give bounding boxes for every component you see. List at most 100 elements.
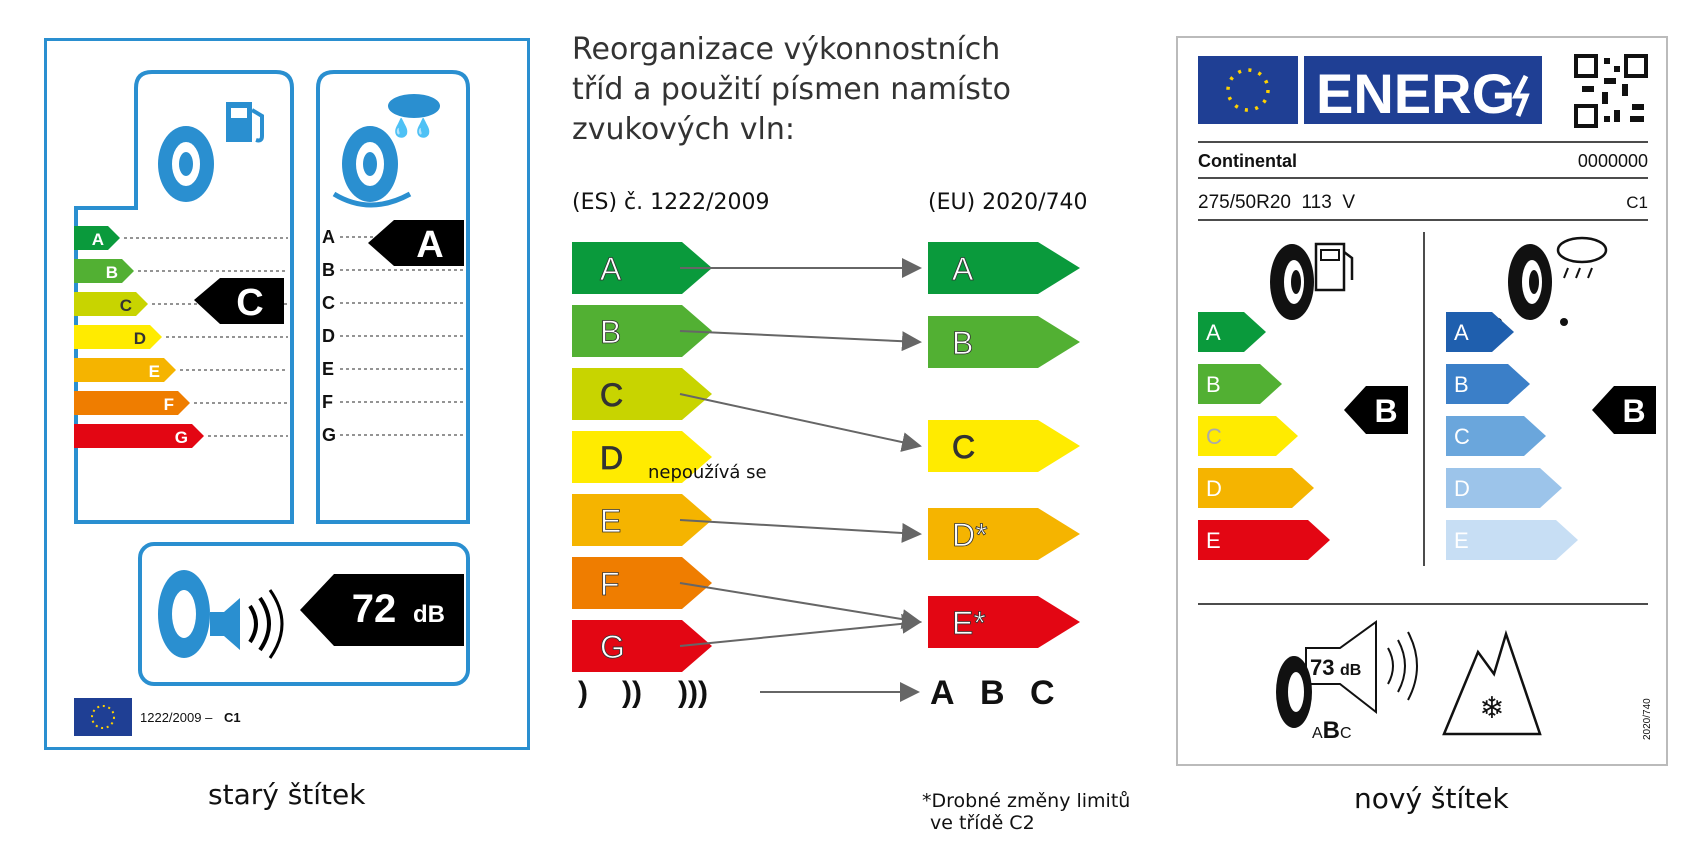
energy-word: ENERG [1316,62,1515,125]
new-fuel-rating-letter: B [1374,393,1397,429]
new-fuel-bar: E [1198,520,1330,560]
brand-name: Continental [1198,151,1297,171]
old-fuel-bar-label: A [92,230,104,249]
left-class-letter: G [600,629,625,665]
old-label-caption: starý štítek [208,778,366,811]
tyre-wet-icon [1494,244,1568,326]
left-class-letter: A [600,251,622,287]
left-class-bar: F [572,557,712,609]
right-class-letter: A [952,251,974,287]
new-fuel-bar-label: E [1206,528,1221,553]
old-class-code: C1 [224,710,241,725]
footnote-line: *Drobné změny limitů [922,790,1131,812]
new-wet-bar: E [1446,520,1578,560]
sound-class-letter: C [1030,674,1055,712]
old-regulation: 1222/2009 – [140,710,213,725]
new-fuel-bar-label: C [1206,424,1222,449]
left-class-letter: C [600,377,623,413]
new-fuel-bar: D [1198,468,1314,508]
new-wet-bar-label: C [1454,424,1470,449]
left-class-bar: B [572,305,712,357]
old-wet-letter: D [322,326,335,346]
tyre-size: 275/50R20 113 V [1198,192,1355,213]
right-class-letter: E* [952,605,986,641]
tyre-icon [158,126,214,202]
old-fuel-bar: E [74,358,288,382]
old-wet-rating-letter: A [416,224,443,266]
new-noise-value: 73 [1310,655,1334,680]
right-class-bar: B [928,316,1080,368]
left-class-bar: A [572,242,712,294]
new-fuel-rating-arrow: B [1344,386,1408,434]
old-fuel-bar-label: C [120,296,132,315]
sound-class-letter: B [980,674,1005,712]
new-wet-bar-label: B [1454,372,1469,397]
new-fuel-bar-label: B [1206,372,1221,397]
energy-bolt-icon [1511,74,1530,117]
new-fuel-scale: A B C D E [1198,312,1330,560]
new-fuel-bar: C [1198,416,1298,456]
new-label: ENERG Continental 0000000 275/50R20 113 … [1176,36,1668,766]
sound-wave-mark: )) [622,676,642,709]
new-wet-scale: AB C D E [1446,312,1578,560]
old-fuel-bar: F [74,391,288,415]
old-fuel-bar: G [74,424,288,448]
old-fuel-bar-label: F [164,395,174,414]
old-fuel-bar: D [74,325,288,349]
new-regulation: 2020/740 [1642,698,1653,740]
middle-title-line: Reorganizace výkonnostních [572,32,1001,67]
middle-title-line: zvukových vln: [572,112,795,147]
old-fuel-bar-label: G [175,428,188,447]
id-number: 0000000 [1578,151,1648,171]
mapping-arrow [679,613,922,647]
middle-title: Reorganizace výkonnostních tříd a použit… [572,30,1011,150]
new-class-code: C1 [1626,193,1648,212]
eu-flag-icon [74,698,132,736]
new-noise-unit: dB [1340,662,1361,679]
left-class-bar: G [572,620,712,672]
mapping-arrow [679,519,922,543]
sound-wave-mark: ) [578,676,588,709]
left-class-letter: F [600,566,620,602]
new-label-graphic: ENERG Continental 0000000 275/50R20 113 … [1176,36,1668,766]
fuel-pump-icon [1314,242,1354,292]
noise-tyre-icon [158,570,210,658]
energy-banner [1304,56,1542,124]
new-wet-bar: C [1446,416,1546,456]
new-fuel-bar-label: A [1206,320,1221,345]
old-wet-letter: A [322,227,335,247]
old-fuel-bar-label: E [149,362,160,381]
noise-class: ABC [1312,717,1352,744]
old-wet-letter: C [322,293,335,313]
old-wet-letter: F [322,392,333,412]
speaker-icon [210,589,284,659]
mapping-arrows [679,258,922,647]
sound-class-letter: A [930,674,955,712]
new-wet-bar: A [1446,312,1514,352]
left-class-bar: C [572,368,712,420]
new-fuel-bar-label: D [1206,476,1222,501]
old-fuel-bar-label: D [134,329,146,348]
middle-title-line: tříd a použití písmen namísto [572,72,1011,107]
mapping-arrow [679,582,922,629]
svg-text:💧💧: 💧💧 [390,117,435,138]
new-wet-bar-label: D [1454,476,1470,501]
svg-text:❄: ❄ [1479,692,1504,725]
old-wet-letter: E [322,359,334,379]
old-label-frame [44,38,530,750]
old-fuel-bar-label: B [106,263,118,282]
new-wet-bar-label: E [1454,528,1469,553]
right-class-letter: D* [952,517,988,553]
qr-code-icon [1574,54,1648,128]
speaker-icon [1305,620,1418,715]
new-wet-bar: B [1446,364,1530,404]
new-wet-bar: D [1446,468,1562,508]
old-fuel-rating-arrow: C [194,278,284,324]
old-noise-unit: dB [413,601,445,628]
fuel-panel-outline [74,70,294,524]
right-class-bar: D* [928,508,1080,560]
mapping-arrow [679,330,922,352]
new-fuel-bar: B [1198,364,1282,404]
right-class-letter: C [952,429,975,465]
